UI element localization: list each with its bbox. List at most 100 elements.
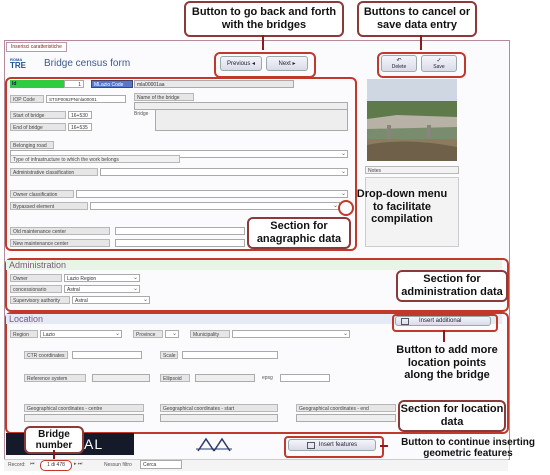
table-icon (401, 317, 409, 325)
id-value[interactable]: 1 (64, 80, 84, 88)
scale-label: Scale (160, 351, 178, 359)
callout-location: Section for location data (398, 400, 506, 432)
supervisory-dropdown[interactable]: Astral (72, 296, 150, 304)
logo-bottom: TRE (10, 61, 26, 70)
callout-add-location: Button to add more location points along… (396, 344, 498, 382)
old-maint-label: Old maintenance center (10, 227, 110, 235)
admin-class-label: Administrative classification (10, 168, 98, 176)
province-label: Province (133, 330, 163, 338)
dropdown-highlight (338, 200, 354, 216)
footer-bridge-logo (196, 437, 232, 453)
next-button[interactable]: Next ▸ (266, 56, 308, 71)
end-value[interactable]: 16+535 (68, 123, 92, 131)
insert-additional-button[interactable]: Insert additional (395, 316, 491, 326)
administration-band (6, 260, 502, 270)
callout-dropdown: Drop-down menu to facilitate compilation (356, 188, 448, 226)
bridge-name-label: Name of the bridge (134, 93, 194, 101)
callout-nav-arrow (262, 35, 264, 50)
filter-status: Nessun filtro (104, 462, 132, 468)
save-label: Save (433, 63, 445, 70)
ellipsoid-label: Ellipsoid (160, 374, 190, 382)
geo-end-label: Geographical coordinates - end (296, 404, 396, 412)
iop-label: IOP Code (10, 95, 44, 103)
insert-additional-highlight (392, 314, 498, 332)
record-number[interactable]: 1 di 478 (40, 460, 72, 471)
search-input[interactable]: Cerca (140, 460, 182, 469)
owner-label: Owner (10, 274, 62, 282)
bridge-label: Bridge (134, 111, 149, 117)
callout-bridge-number-arrow (53, 450, 55, 459)
concessionario-label: concessionario (10, 285, 62, 293)
municipality-dropdown[interactable] (232, 330, 350, 338)
callout-cancel-save: Buttons to cancel or save data entry (357, 1, 477, 37)
geo-centre-field[interactable] (24, 414, 144, 422)
location-band (6, 314, 502, 324)
previous-button[interactable]: Previous ◂ (220, 56, 262, 71)
bypassed-dropdown[interactable] (90, 202, 340, 210)
bridge-field[interactable] (155, 109, 348, 131)
window-tab[interactable]: Inserisci caratteristiche (6, 42, 67, 52)
start-value[interactable]: 16+530 (68, 111, 92, 119)
insert-features-highlight (284, 436, 384, 458)
owner-class-label: Owner classification (10, 190, 74, 198)
admin-class-dropdown[interactable] (100, 168, 348, 176)
insert-features-button[interactable]: Insert features (288, 439, 376, 451)
supervisory-label: Supervisory authority (10, 296, 70, 304)
next-record-icon[interactable]: ▸ ⏭ (74, 461, 83, 467)
geo-centre-label: Geographical coordinates - centre (24, 404, 144, 412)
delete-button[interactable]: ↶ Delete (381, 55, 417, 72)
save-button[interactable]: ✓ Save (421, 55, 457, 72)
new-maint-field[interactable] (115, 239, 245, 247)
bridge-photo (367, 79, 457, 161)
bridge-logo-icon (196, 437, 232, 452)
insert-features-label: Insert features (318, 442, 358, 448)
epsg-field[interactable] (280, 374, 330, 382)
id-label: Id (10, 80, 64, 88)
ellipsoid-field[interactable] (195, 374, 255, 382)
concessionario-dropdown[interactable]: Astral (64, 285, 140, 293)
administration-highlight (5, 258, 509, 312)
epsg-label: epsg (262, 375, 273, 381)
anagraphic-highlight (5, 77, 357, 251)
footer-logo-text: AL (84, 436, 104, 452)
check-icon: ✓ (436, 57, 442, 64)
callout-administration: Section for administration data (396, 270, 508, 302)
start-label: Start of bridge (10, 111, 66, 119)
owner-class-dropdown[interactable] (76, 190, 348, 198)
callout-nav: Button to go back and forth with the bri… (184, 1, 344, 37)
ctr-field[interactable] (72, 351, 142, 359)
municipality-label: Municipality (190, 330, 230, 338)
notes-field[interactable] (365, 177, 459, 247)
geo-start-field[interactable] (160, 414, 278, 422)
form-title: Bridge census form (44, 58, 131, 69)
callout-cancel-save-arrow (420, 35, 422, 50)
first-record-icon[interactable]: ⏮ (30, 461, 35, 467)
iop-value[interactable]: STSP0062PNmla00001 (46, 95, 126, 103)
owner-dropdown[interactable]: Lazio Region (64, 274, 140, 282)
province-dropdown[interactable] (165, 330, 179, 338)
ref-system-field[interactable] (92, 374, 150, 382)
region-dropdown[interactable]: Lazio (40, 330, 122, 338)
infra-type-label: Type of infrastructure to which the work… (10, 155, 180, 163)
undo-icon: ↶ (396, 57, 402, 64)
location-title: Location (9, 314, 44, 324)
geo-start-label: Geographical coordinates - start (160, 404, 278, 412)
table-icon (306, 441, 315, 449)
ref-system-label: Reference system (24, 374, 86, 382)
delete-label: Delete (391, 63, 407, 70)
geo-end-field[interactable] (296, 414, 396, 422)
record-navigator (4, 459, 508, 471)
actions-highlight (377, 52, 466, 78)
notes-label: Notes (365, 166, 459, 174)
mlazio-value[interactable]: mla00001aa (134, 80, 294, 88)
callout-continue: Button to continue inserting geometric f… (401, 436, 535, 460)
callout-add-location-arrow (443, 330, 445, 342)
ctr-label: CTR coordinates (24, 351, 68, 359)
scale-field[interactable] (182, 351, 278, 359)
record-label: Record: (8, 462, 26, 468)
administration-title: Administration (9, 260, 67, 270)
new-maint-label: New maintenance center (10, 239, 110, 247)
callout-anagraphic: Section for anagraphic data (247, 217, 351, 249)
old-maint-field[interactable] (115, 227, 245, 235)
mlazio-label: MLazio Code (91, 80, 133, 88)
